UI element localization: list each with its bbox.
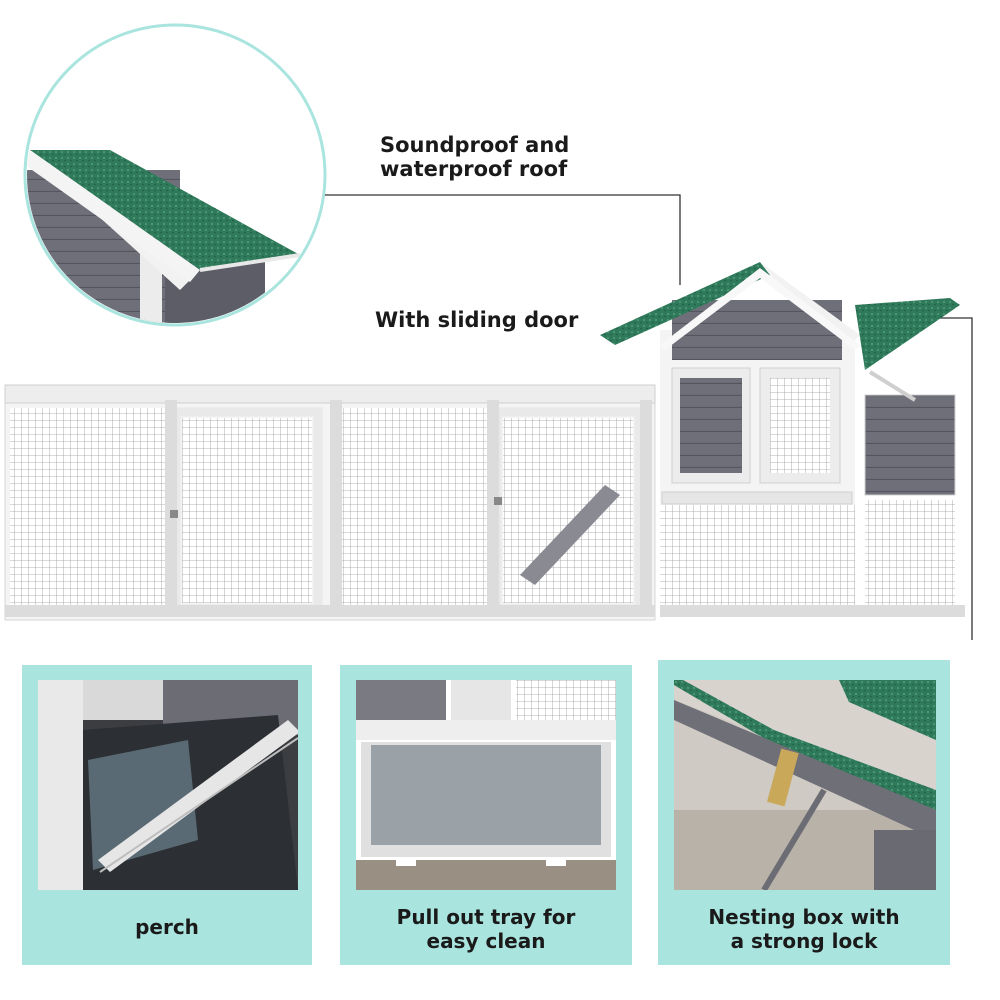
door-callout-line-1: With sliding door (375, 308, 579, 332)
roof-callout-line-1: Soundproof and (380, 133, 570, 157)
door-callout-label: With sliding door (375, 308, 578, 332)
perch-photo (38, 680, 298, 890)
tray-caption: Pull out tray for easy clean (340, 905, 632, 953)
nesting-box-caption-line-1: Nesting box with (708, 905, 900, 929)
roof-zoom-circle (23, 23, 327, 327)
coop-run (4, 384, 656, 621)
perch-caption-line-1: perch (135, 915, 199, 939)
feature-card-tray: Pull out tray for easy clean (340, 665, 632, 965)
nesting-box-caption: Nesting box with a strong lock (658, 905, 950, 953)
product-illustration (4, 23, 973, 640)
nesting-box-photo (674, 680, 936, 890)
callout-leader-lines (325, 194, 973, 640)
coop-house (600, 262, 965, 617)
feature-card-perch: perch (22, 665, 312, 965)
nesting-box-caption-line-2: a strong lock (730, 929, 878, 953)
tray-caption-line-2: easy clean (426, 929, 546, 953)
tray-photo (356, 680, 616, 890)
roof-callout-line-2: waterproof roof (380, 157, 568, 181)
roof-callout-label: Soundproof and waterproof roof (380, 133, 569, 181)
tray-caption-line-1: Pull out tray for (396, 905, 576, 929)
feature-card-nesting-box: Nesting box with a strong lock (658, 660, 950, 965)
perch-caption: perch (22, 915, 312, 939)
